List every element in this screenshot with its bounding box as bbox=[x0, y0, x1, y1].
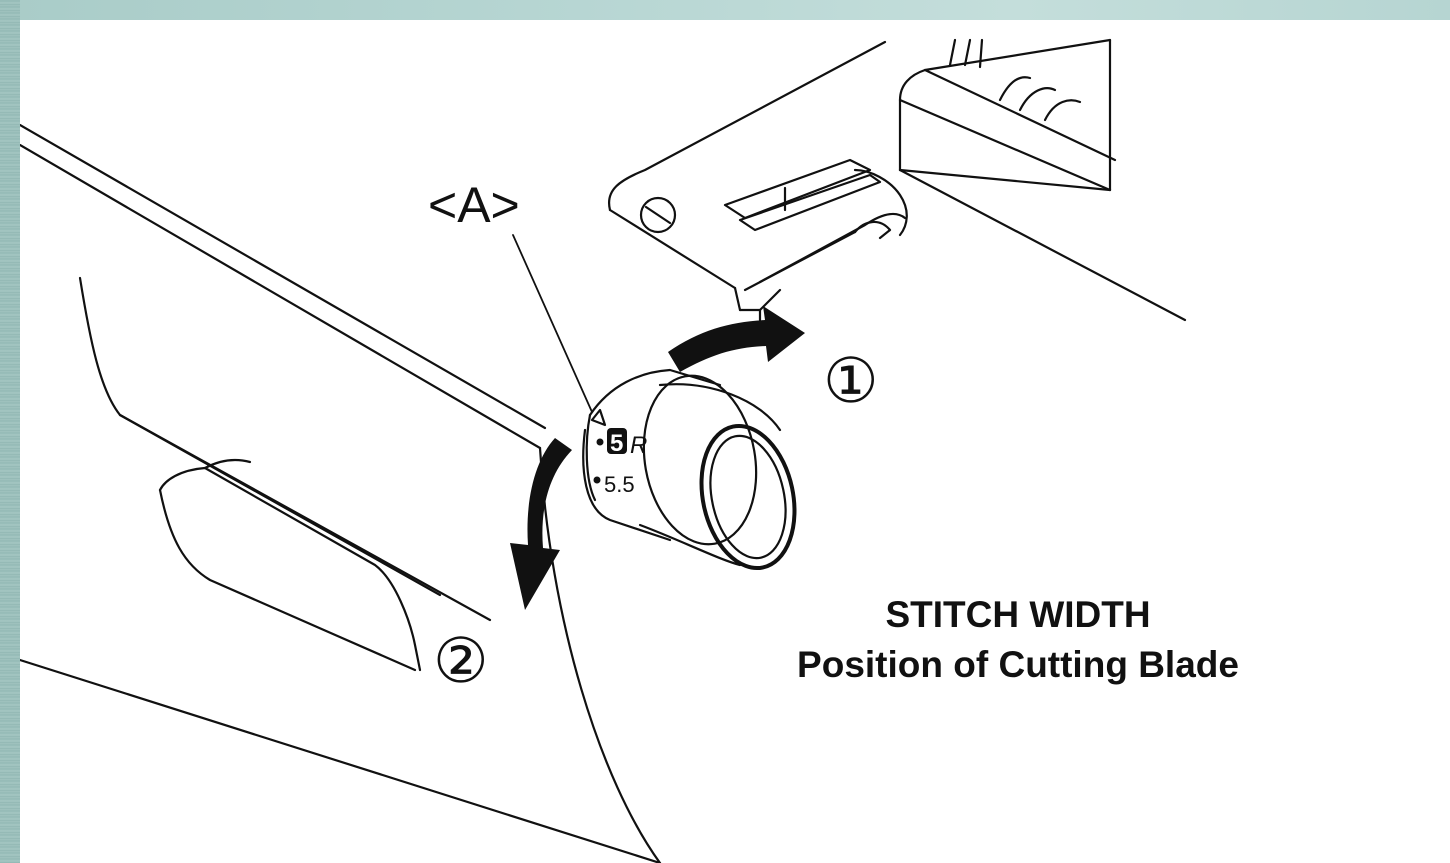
caption-block: STITCH WIDTH Position of Cutting Blade bbox=[738, 590, 1298, 690]
frame-left-border bbox=[0, 0, 20, 863]
dial-mark-box bbox=[607, 428, 627, 454]
part-a-leader-line bbox=[512, 234, 593, 413]
dial-dot-upper bbox=[596, 438, 604, 446]
dial-dot-lower bbox=[593, 476, 601, 484]
part-a-label: <A> bbox=[428, 177, 520, 233]
needle-plate bbox=[607, 38, 1187, 322]
dial-mark-secondary: 5.5 bbox=[604, 472, 635, 497]
machine-body-lines bbox=[20, 123, 662, 863]
dial-mark-primary-suffix: R bbox=[630, 432, 647, 459]
diagram-sheet: <A> ① ② 5 R 5.5 STITCH WIDTH Position of… bbox=[20, 20, 1450, 863]
dial-mark-primary: 5 bbox=[610, 430, 623, 457]
frame-top-border bbox=[0, 0, 1450, 20]
stitch-width-dial bbox=[582, 368, 797, 571]
arrow-direction-two bbox=[510, 438, 572, 610]
caption-subtitle: Position of Cutting Blade bbox=[797, 644, 1239, 685]
lower-cover-panel bbox=[158, 458, 422, 672]
caption-title: STITCH WIDTH bbox=[885, 594, 1151, 635]
arrow-direction-one bbox=[668, 306, 805, 372]
step-two-label: ② bbox=[433, 627, 489, 696]
sewing-machine-illustration: <A> ① ② 5 R 5.5 bbox=[20, 38, 1187, 863]
step-one-label: ① bbox=[823, 347, 879, 416]
